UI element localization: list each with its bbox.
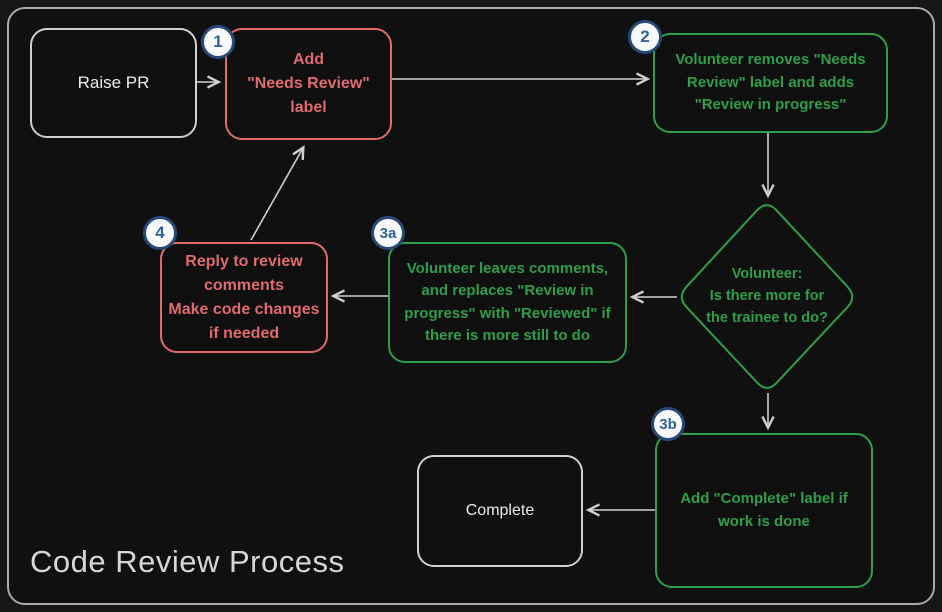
step-badge-3a-text: 3a — [379, 224, 397, 242]
step-badge-3b-text: 3b — [659, 415, 677, 433]
node-add-needs-review-text: Add "Needs Review" label — [247, 51, 370, 116]
node-add-complete-text: Add "Complete" label if work is done — [680, 490, 848, 530]
node-reply-to-review-comments: Reply to review comments Make code chang… — [160, 242, 328, 353]
step-badge-2: 2 — [628, 20, 662, 54]
node-complete: Complete — [417, 455, 583, 567]
node-add-complete-label: Add "Complete" label if work is done — [655, 433, 873, 588]
decision-diamond-shape — [680, 204, 854, 389]
node-volunteer-leaves-comments: Volunteer leaves comments, and replaces … — [388, 242, 627, 363]
node-complete-label: Complete — [465, 502, 535, 519]
node-volunteer-leaves-text: Volunteer leaves comments, and replaces … — [404, 259, 611, 345]
step-badge-2-text: 2 — [640, 27, 650, 46]
node-add-needs-review-label: Add "Needs Review" label — [225, 28, 392, 140]
step-badge-3b: 3b — [651, 407, 685, 441]
node-raise-pr-label: Raise PR — [77, 73, 150, 93]
step-badge-1-text: 1 — [213, 32, 223, 51]
diagram-title: Code Review Process — [30, 544, 345, 579]
node-decision-label: Volunteer: Is there more for the trainee… — [677, 257, 857, 337]
node-reply-to-review-text: Reply to review comments Make code chang… — [168, 252, 320, 342]
step-badge-1: 1 — [201, 25, 235, 59]
arrow-reply-to-needs-review — [250, 145, 305, 241]
node-volunteer-removes-text: Volunteer removes "Needs Review" label a… — [675, 51, 866, 114]
node-raise-pr: Raise PR — [30, 28, 197, 138]
node-volunteer-removes-label: Volunteer removes "Needs Review" label a… — [653, 33, 888, 133]
step-badge-3a: 3a — [371, 216, 405, 250]
node-decision-text: Volunteer: Is there more for the trainee… — [706, 266, 828, 326]
step-badge-4: 4 — [143, 216, 177, 250]
step-badge-4-text: 4 — [155, 223, 165, 242]
